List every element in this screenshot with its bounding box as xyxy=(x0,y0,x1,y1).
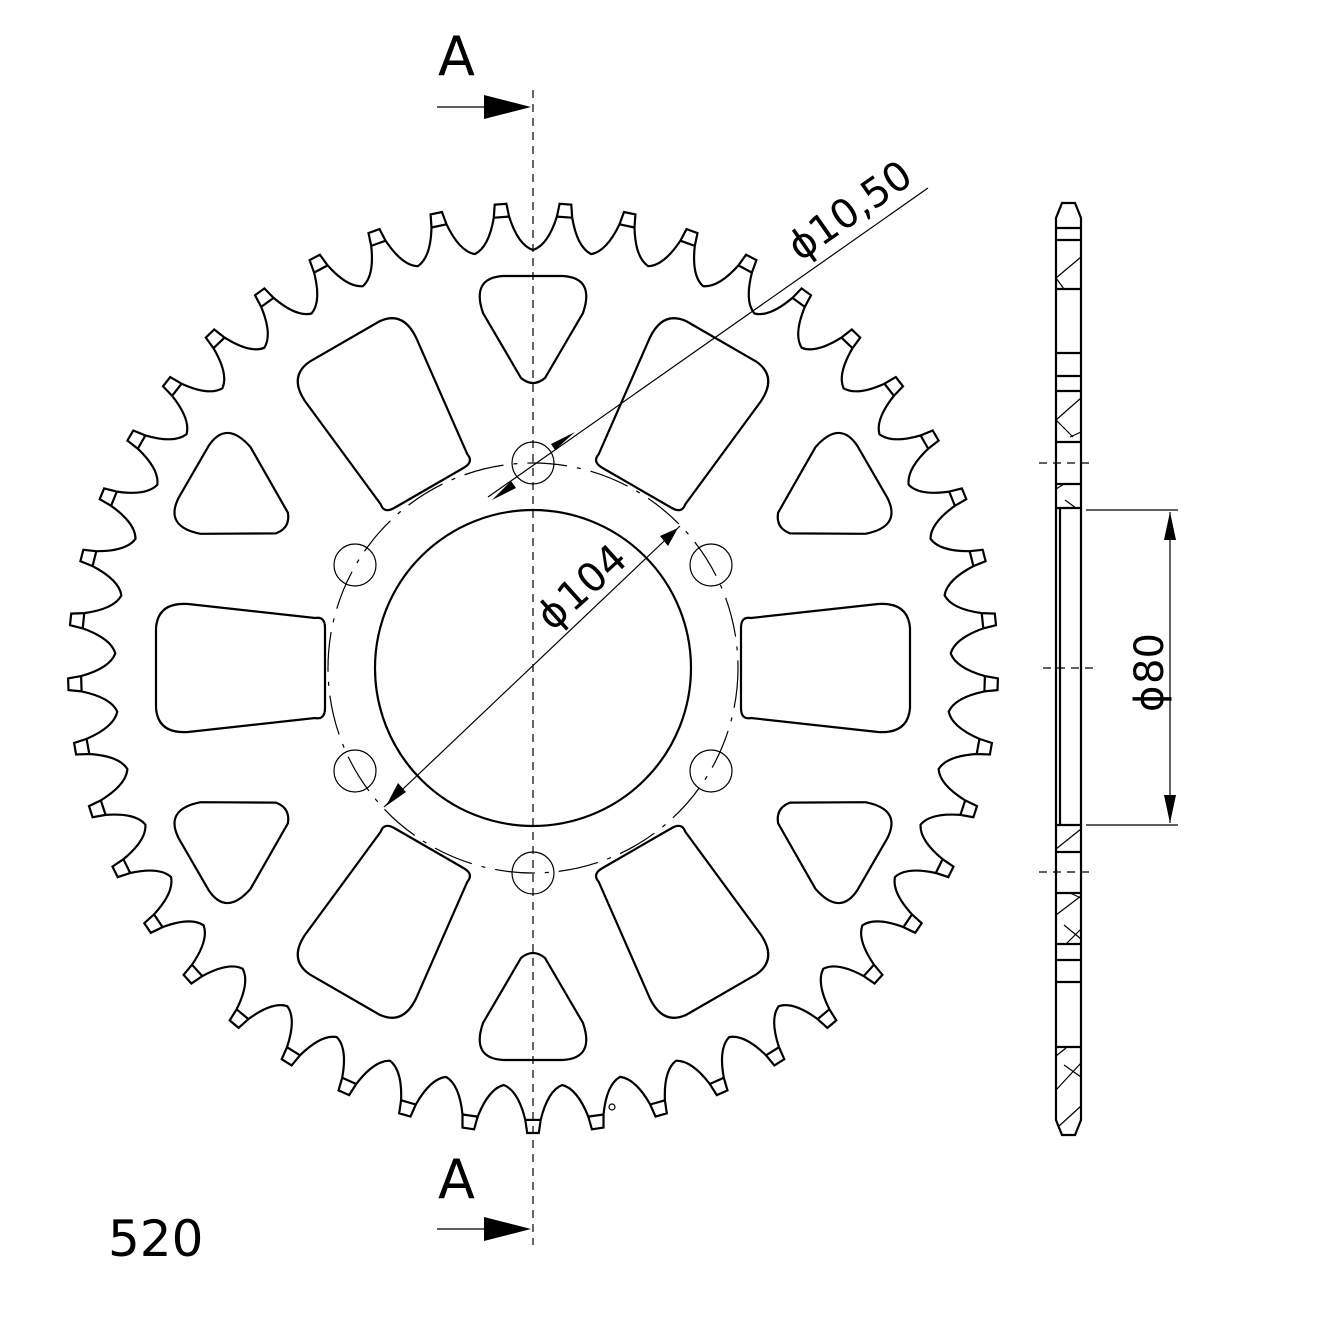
small-lightening-hole xyxy=(478,274,588,385)
bolt-hole-diameter-value: 10,50 xyxy=(801,152,921,255)
small-lightening-hole xyxy=(776,801,893,905)
large-lightening-holes xyxy=(154,317,912,1019)
bolt-circle xyxy=(327,462,739,874)
large-lightening-hole xyxy=(594,317,770,512)
chain-pitch-label: 520 xyxy=(108,1210,203,1268)
small-lightening-hole xyxy=(173,431,290,535)
bolt-hole xyxy=(689,543,733,587)
section-arrow-top xyxy=(437,95,531,119)
bolt-circle-dimension: ϕ 104 xyxy=(383,525,681,808)
bolt-hole xyxy=(333,543,377,587)
large-lightening-hole xyxy=(594,824,770,1019)
large-lightening-hole xyxy=(296,824,472,1019)
bore-diameter-value: 80 xyxy=(1127,633,1173,684)
section-label-bottom: A xyxy=(438,1148,475,1211)
tooth-chamfer-lines xyxy=(80,215,986,1122)
small-lightening-holes xyxy=(173,274,893,1062)
side-section-view xyxy=(1039,201,1094,1137)
section-arrow-bottom xyxy=(437,1217,531,1241)
large-lightening-hole xyxy=(739,602,912,734)
small-lightening-hole xyxy=(478,951,588,1062)
marker-dot xyxy=(608,1103,616,1111)
large-lightening-hole xyxy=(296,317,472,512)
small-lightening-hole xyxy=(776,431,893,535)
section-label-top: A xyxy=(438,25,475,88)
diameter-symbol: ϕ xyxy=(1127,686,1173,712)
arrow-right-icon xyxy=(484,95,531,119)
small-lightening-hole xyxy=(173,801,290,905)
arrow-right-icon xyxy=(484,1217,531,1241)
large-lightening-hole xyxy=(154,602,327,734)
sprocket-teeth-outline xyxy=(66,202,1000,1135)
bore-dimension: ϕ 80 xyxy=(1086,509,1178,826)
bolt-hole-dimension: ϕ 10,50 xyxy=(487,152,929,500)
bolt-hole xyxy=(333,749,377,793)
bolt-hole xyxy=(689,749,733,793)
